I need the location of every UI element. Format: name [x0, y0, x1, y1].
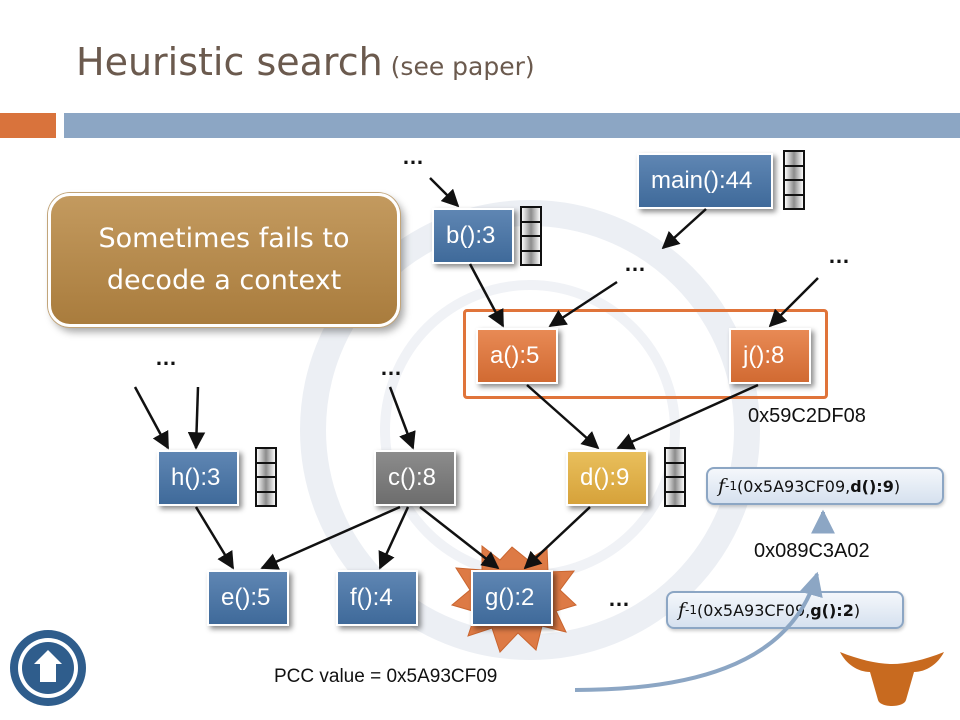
edge-arrow [187, 386, 206, 450]
stack-icon [664, 447, 686, 507]
ellipsis: … [402, 144, 425, 169]
highlight-frame [463, 309, 828, 399]
node-j: j():8 [729, 328, 811, 384]
edge-arrow [378, 506, 410, 570]
edge-arrow [429, 177, 460, 208]
node-g: g():2 [471, 570, 553, 626]
ellipsis: … [380, 355, 403, 380]
page-title: Heuristic search(see paper) [76, 40, 535, 84]
inverse-close: ) [853, 600, 861, 620]
hex-value-upper: 0x59C2DF08 [748, 405, 866, 427]
edge-arrow [133, 386, 170, 450]
ellipsis: … [608, 586, 631, 611]
ellipsis: … [828, 243, 851, 268]
ellipsis: … [155, 345, 178, 370]
inverse-box-lower: f-1(0x5A93CF09, g():2) [666, 591, 904, 629]
edge-arrow [616, 383, 759, 450]
inverse-box-upper: f-1(0x5A93CF09, d():9) [706, 467, 944, 505]
edge-arrow [419, 506, 500, 570]
inverse-exp: -1 [685, 603, 698, 617]
edge-arrow [468, 263, 505, 328]
callout-box: Sometimes fails to decode a context [48, 193, 400, 327]
title-main: Heuristic search [76, 40, 383, 84]
inverse-args: (0x5A93CF09, [737, 476, 851, 496]
seal-icon [10, 630, 86, 706]
edge-arrow [523, 506, 591, 570]
node-a: a():5 [476, 328, 558, 384]
inverse-close: ) [893, 476, 901, 496]
node-c: c():8 [374, 450, 456, 506]
header-bar [64, 113, 960, 138]
stack-icon [520, 206, 542, 266]
inverse-func: f [718, 475, 726, 497]
edge-arrow [548, 280, 618, 328]
edge-arrow [526, 384, 600, 450]
node-d: d():9 [566, 450, 648, 506]
node-main: main():44 [637, 153, 773, 209]
inverse-context: d():9 [850, 476, 894, 496]
node-h: h():3 [157, 450, 239, 506]
callout-line-2: decode a context [106, 265, 342, 296]
inverse-args: (0x5A93CF09, [697, 600, 811, 620]
pcc-value-label: PCC value = 0x5A93CF09 [274, 666, 498, 687]
decode-arrow [574, 571, 823, 692]
hex-value-lower: 0x089C3A02 [754, 540, 870, 562]
node-b: b():3 [432, 208, 514, 264]
inverse-context: g():2 [810, 600, 854, 620]
ellipsis: … [624, 251, 647, 276]
edge-arrow [388, 386, 416, 450]
callout-line-1: Sometimes fails to [98, 223, 350, 254]
stack-icon [783, 150, 805, 210]
edge-arrow [768, 277, 819, 328]
edge-arrow [194, 506, 235, 570]
inverse-exp: -1 [725, 479, 738, 493]
header-bar-accent [0, 113, 56, 138]
node-f: f():4 [336, 570, 418, 626]
edge-arrow [661, 208, 707, 250]
longhorn-icon [840, 652, 944, 706]
title-subtitle: (see paper) [390, 52, 535, 81]
edge-arrow [260, 505, 401, 570]
stack-icon [255, 447, 277, 507]
node-e: e():5 [207, 570, 289, 626]
inverse-func: f [678, 599, 686, 621]
